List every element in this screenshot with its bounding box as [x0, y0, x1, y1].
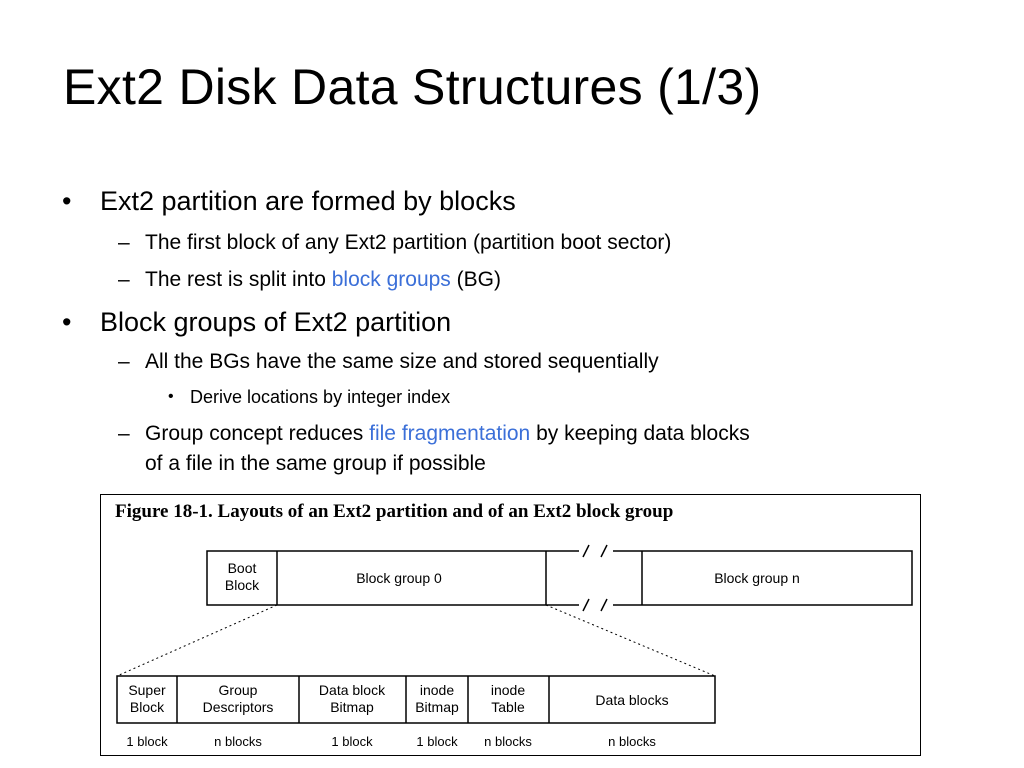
- super-block-size: 1 block: [126, 734, 168, 749]
- figure-caption: Figure 18-1. Layouts of an Ext2 partitio…: [115, 501, 673, 522]
- inode-bitmap-size: 1 block: [416, 734, 458, 749]
- super-block-label-1: Super: [128, 682, 166, 698]
- highlight-file-fragmentation: file fragmentation: [369, 422, 531, 445]
- bullet-list: • Ext2 partition are formed by blocks – …: [62, 186, 750, 475]
- text-segment: by keeping data blocks: [530, 422, 750, 445]
- break-mark: [600, 598, 608, 612]
- break-mark: [582, 544, 590, 558]
- inode-table-label-1: inode: [491, 682, 525, 698]
- layout-diagram: Figure 18-1. Layouts of an Ext2 partitio…: [115, 501, 913, 749]
- text-segment: The rest is split into: [145, 268, 332, 291]
- highlight-block-groups: block groups: [331, 268, 451, 291]
- sub-sub-bullet-integer-index: Derive locations by integer index: [190, 387, 451, 407]
- data-block-bitmap-label-2: Bitmap: [330, 699, 374, 715]
- break-gap-top: [579, 543, 613, 559]
- bullet-marker: •: [62, 186, 72, 216]
- group-descriptors-label-1: Group: [219, 682, 258, 698]
- sub-bullet-first-block: The first block of any Ext2 partition (p…: [145, 231, 672, 254]
- sub-bullet-fragmentation: Group concept reduces file fragmentation…: [145, 422, 750, 446]
- inode-bitmap-label-1: inode: [420, 682, 454, 698]
- bullet-marker: •: [62, 307, 72, 337]
- super-block-label-2: Block: [130, 699, 165, 715]
- ext2-layout-figure: Figure 18-1. Layouts of an Ext2 partitio…: [100, 494, 921, 756]
- block-group-n-label: Block group n: [714, 570, 800, 586]
- text-segment: Group concept reduces: [145, 422, 370, 445]
- sub-bullet-rest-split: The rest is split into block groups (BG): [145, 268, 501, 292]
- block-group-0-label: Block group 0: [356, 570, 442, 586]
- expansion-line-left: [116, 604, 278, 677]
- partition-outline: [206, 550, 913, 606]
- data-block-bitmap-label-1: Data block: [319, 682, 386, 698]
- break-gap-bottom: [579, 597, 613, 613]
- block-group-outline: [116, 675, 716, 724]
- boot-block-label-1: Boot: [228, 560, 257, 576]
- dash-marker: –: [118, 350, 130, 373]
- break-mark: [582, 598, 590, 612]
- group-descriptors-label-2: Descriptors: [203, 699, 274, 715]
- data-blocks-label: Data blocks: [595, 692, 668, 708]
- group-descriptors-size: n blocks: [214, 734, 262, 749]
- sub-bullet-fragmentation-line2: of a file in the same group if possible: [145, 452, 486, 475]
- bullet-ext2-partition: Ext2 partition are formed by blocks: [100, 186, 516, 216]
- expansion-line-right: [545, 604, 716, 677]
- dash-marker: –: [118, 231, 130, 254]
- break-mark: [600, 544, 608, 558]
- bullet-marker: •: [168, 388, 174, 405]
- dash-marker: –: [118, 268, 130, 291]
- data-blocks-size: n blocks: [608, 734, 656, 749]
- inode-bitmap-label-2: Bitmap: [415, 699, 459, 715]
- inode-table-size: n blocks: [484, 734, 532, 749]
- partition-layout: Boot Block Block group 0 Block group n: [206, 543, 913, 613]
- bullet-block-groups: Block groups of Ext2 partition: [100, 307, 452, 337]
- sub-bullet-same-size: All the BGs have the same size and store…: [145, 350, 659, 373]
- boot-block-label-2: Block: [225, 577, 260, 593]
- dash-marker: –: [118, 422, 130, 445]
- data-block-bitmap-size: 1 block: [331, 734, 373, 749]
- slide-title: Ext2 Disk Data Structures (1/3): [63, 59, 762, 115]
- block-group-layout: Super Block Group Descriptors Data block…: [116, 675, 716, 749]
- text-segment: (BG): [450, 268, 501, 291]
- inode-table-label-2: Table: [491, 699, 525, 715]
